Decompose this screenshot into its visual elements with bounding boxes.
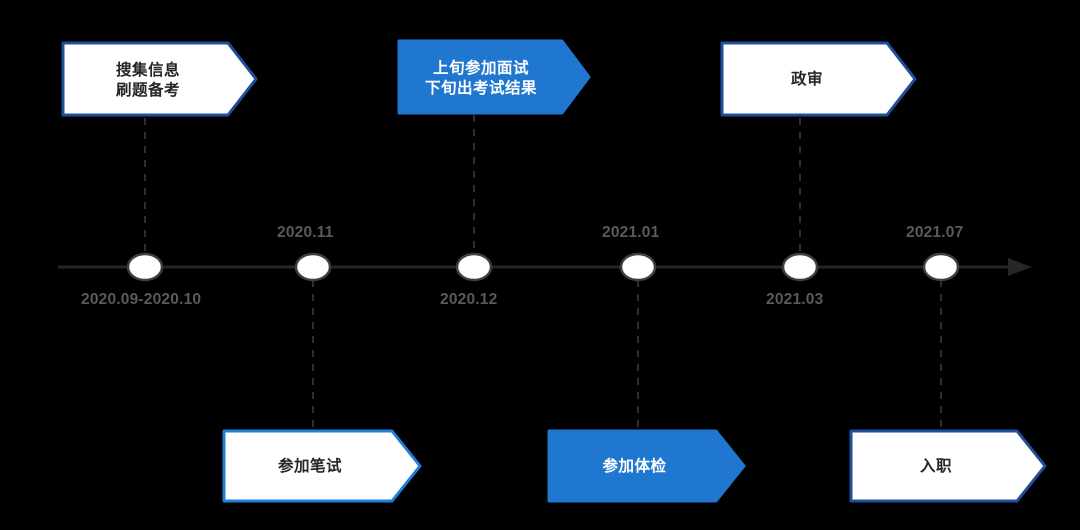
banner-line: 入职: [919, 458, 952, 475]
banner-shape: [397, 39, 591, 115]
banner-line: 搜集信息: [115, 62, 180, 79]
banner-collect-info-label: 搜集信息 刷题备考: [63, 61, 233, 101]
banner-written-exam[interactable]: [222, 429, 422, 503]
timeline-node[interactable]: [922, 252, 960, 282]
banner-collect-info[interactable]: [61, 41, 258, 117]
timeline-node[interactable]: [455, 252, 493, 282]
date-label-node-1: 2020.09-2020.10: [81, 291, 202, 308]
banner-political-review[interactable]: [720, 41, 917, 117]
date-label-node-6: 2021.07: [906, 224, 964, 241]
banner-line: 参加体检: [602, 458, 667, 475]
banner-line: 政审: [790, 71, 823, 88]
banner-shape: [61, 41, 258, 117]
banner-shape: [547, 429, 746, 503]
banner-line: 上旬参加面试: [432, 60, 529, 77]
banner-interview[interactable]: [397, 39, 591, 115]
banner-line: 下旬出考试结果: [424, 80, 537, 98]
banner-medical-exam[interactable]: [547, 429, 746, 503]
banner-political-review-label: 政审: [722, 70, 892, 90]
banner-shape: [849, 429, 1047, 503]
banner-shape: [222, 429, 422, 503]
timeline-node[interactable]: [781, 252, 819, 282]
timeline-axis: [58, 258, 1032, 276]
date-label-node-4: 2021.01: [602, 224, 660, 241]
date-label-node-5: 2021.03: [766, 291, 824, 308]
banner-interview-label: 上旬参加面试 下旬出考试结果: [396, 59, 566, 99]
banner-shape: [720, 41, 917, 117]
banner-medical-exam-label: 参加体检: [549, 457, 720, 477]
banner-line: 参加笔试: [277, 458, 342, 475]
connector-group: [144, 115, 942, 430]
banner-onboarding-label: 入职: [851, 457, 1021, 477]
banner-onboarding[interactable]: [849, 429, 1047, 503]
timeline-node[interactable]: [294, 252, 332, 282]
axis-arrowhead-icon: [1008, 258, 1032, 276]
timeline-node[interactable]: [619, 252, 657, 282]
banner-written-exam-label: 参加笔试: [224, 457, 396, 477]
timeline-node[interactable]: [126, 252, 164, 282]
banner-line: 刷题备考: [115, 82, 180, 100]
timeline-nodes: [126, 252, 960, 282]
date-label-node-2: 2020.11: [277, 224, 334, 241]
date-label-node-3: 2020.12: [440, 291, 498, 308]
